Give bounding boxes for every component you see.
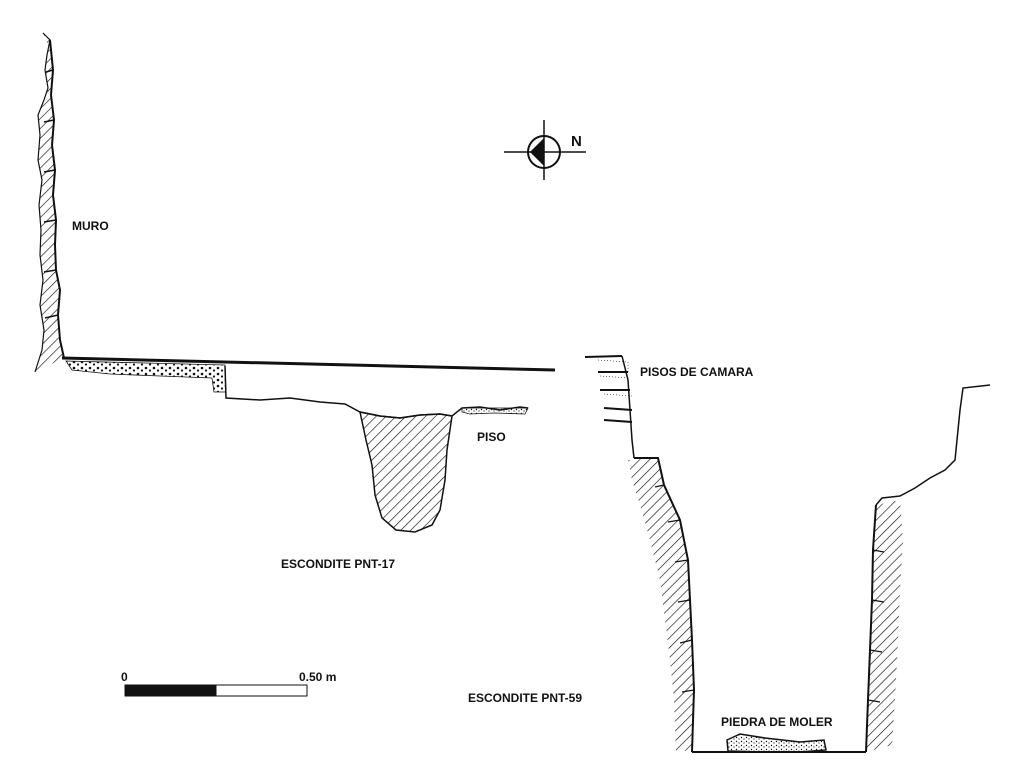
scale-start-label: 0: [121, 670, 128, 684]
scale-end-label: 0.50 m: [299, 670, 336, 684]
label-muro: MURO: [72, 219, 109, 233]
label-escondite-pnt59: ESCONDITE PNT-59: [468, 691, 582, 705]
piso-stipple: [461, 407, 529, 415]
north-arrow-icon: [504, 120, 586, 180]
label-piedra-de-moler: PIEDRA DE MOLER: [721, 715, 833, 729]
label-piso: PISO: [477, 430, 506, 444]
label-escondite-pnt17: ESCONDITE PNT-17: [281, 557, 395, 571]
pnt59-section: [584, 355, 991, 753]
floor-line: [61, 356, 556, 372]
scale-bar: [124, 684, 308, 697]
gravel-fill: [65, 360, 227, 393]
piedra-de-moler-stone: [726, 733, 827, 753]
north-letter: N: [571, 133, 582, 150]
muro-wall: [34, 32, 65, 373]
label-pisos-de-camara: PISOS DE CAMARA: [640, 365, 754, 379]
escondite-pnt17-pit: [359, 411, 453, 533]
